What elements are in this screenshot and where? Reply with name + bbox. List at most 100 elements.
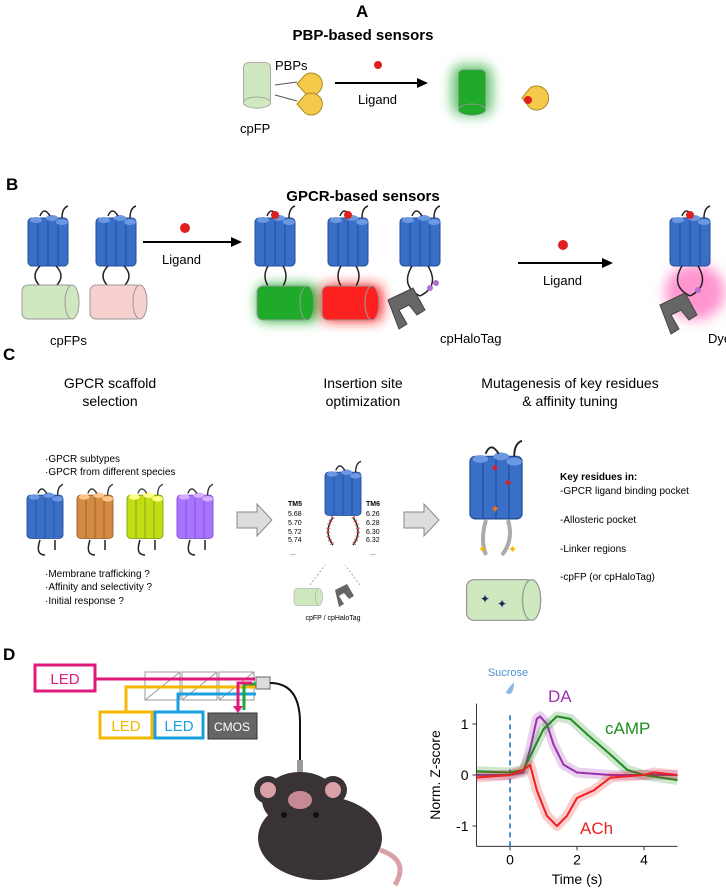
gpcr-yellow-icon bbox=[126, 483, 164, 540]
cpfp-bright-icon bbox=[457, 69, 487, 116]
panel-d: D LED LED LED CMOS Sucrose DA cAMP ACh N… bbox=[3, 645, 679, 887]
svg-text:✦: ✦ bbox=[478, 544, 487, 556]
led-yellow-box bbox=[98, 710, 154, 740]
col3-title: & affinity tuning bbox=[522, 393, 617, 409]
svg-text:✦: ✦ bbox=[480, 592, 490, 606]
cpfp-pale-icon bbox=[242, 62, 272, 109]
ligand-icon bbox=[180, 223, 190, 233]
panel-c: C GPCR scaffold selection ·GPCR subtypes… bbox=[3, 345, 689, 622]
arrow-icon bbox=[231, 237, 242, 247]
line-chart: Sucrose DA cAMP ACh Norm. Z-score Time (… bbox=[427, 667, 679, 887]
svg-text:✦: ✦ bbox=[490, 461, 500, 475]
gpcr-blue-icon bbox=[26, 483, 64, 540]
led-pink-box bbox=[33, 663, 97, 693]
y-tick-label: 1 bbox=[461, 716, 469, 732]
panel-b: B GPCR-based sensors cpFPs Ligand cpHalo… bbox=[6, 175, 726, 348]
dye-label: Dye bbox=[708, 331, 726, 346]
tm5-value: 5.72 bbox=[288, 529, 302, 536]
key-residues-title: Key residues in: bbox=[560, 472, 637, 483]
svg-text:✦: ✦ bbox=[490, 502, 500, 516]
tm6-value: 6.32 bbox=[366, 537, 380, 544]
led-label: LED bbox=[164, 718, 193, 735]
arrow-icon bbox=[335, 78, 428, 88]
gpcr-bound-icon bbox=[327, 205, 369, 287]
pbps-label: PBPs bbox=[275, 58, 308, 73]
gpcr-icon bbox=[324, 460, 362, 547]
tm6-value: 6.28 bbox=[366, 520, 380, 527]
tm6-label: TM6 bbox=[366, 501, 380, 508]
gpcr-dye-icon bbox=[659, 205, 711, 335]
cphalotag-label: cpHaloTag bbox=[440, 331, 501, 346]
panel-a-title: PBP-based sensors bbox=[293, 27, 434, 44]
key-residue-item: -cpFP (or cpHaloTag) bbox=[560, 572, 655, 583]
bullet: ·Initial response ? bbox=[45, 596, 124, 607]
gray-arrow-icon bbox=[236, 502, 273, 538]
tm5-value: 5.68 bbox=[288, 511, 302, 518]
gray-arrow-icon bbox=[403, 502, 440, 538]
cpfp-cphalotag-caption: cpFP / cpHaloTag bbox=[305, 615, 360, 622]
ligand-icon bbox=[374, 61, 382, 69]
svg-text:✦: ✦ bbox=[497, 597, 507, 611]
bullet: ·GPCR from different species bbox=[45, 467, 175, 478]
panel-b-letter: B bbox=[6, 175, 18, 194]
gpcr-purple-icon bbox=[176, 483, 214, 540]
pbp-bound-icon bbox=[521, 85, 550, 111]
cpfp-pink-icon bbox=[89, 284, 148, 320]
gpcr-bound-icon bbox=[254, 205, 296, 287]
pbp-icon bbox=[274, 72, 323, 116]
y-tick-label: 0 bbox=[461, 767, 469, 783]
bullet: ·GPCR subtypes bbox=[45, 454, 120, 465]
cpfps-label: cpFPs bbox=[50, 333, 87, 348]
gpcr-icon bbox=[27, 205, 69, 287]
tm5-value: ... bbox=[290, 550, 296, 557]
cpfp-green-icon bbox=[256, 285, 315, 321]
led-label: LED bbox=[50, 671, 79, 688]
led-blue-box bbox=[153, 710, 205, 740]
tm6-value: 6.30 bbox=[366, 529, 380, 536]
gpcr-halotag-icon bbox=[387, 205, 441, 330]
optics-setup bbox=[95, 671, 303, 790]
bullet: ·Affinity and selectivity ? bbox=[45, 582, 153, 593]
gpcr-icon bbox=[95, 205, 137, 287]
svg-text:✦: ✦ bbox=[503, 476, 513, 490]
tm6-value: 6.26 bbox=[366, 511, 380, 518]
x-tick-label: 4 bbox=[640, 851, 648, 867]
gpcr-orange-icon bbox=[76, 483, 114, 540]
series-label-ach: ACh bbox=[580, 819, 613, 838]
tm6-value: ... bbox=[370, 550, 376, 557]
cphalotag-icon bbox=[335, 584, 354, 607]
mouse-icon bbox=[254, 772, 403, 887]
ligand-icon bbox=[558, 240, 568, 250]
x-tick-label: 0 bbox=[506, 851, 514, 867]
ligand-label: Ligand bbox=[162, 252, 201, 267]
fiber-connector-icon bbox=[255, 676, 271, 690]
cpfp-red-icon bbox=[321, 285, 380, 321]
col1-title: GPCR scaffold bbox=[64, 375, 156, 391]
col2-title: optimization bbox=[326, 393, 401, 409]
tm5-value: 5.74 bbox=[288, 537, 302, 544]
series-line-da bbox=[476, 715, 678, 776]
series-line-ach bbox=[476, 763, 678, 827]
series-label-da: DA bbox=[548, 687, 572, 706]
y-tick-label: -1 bbox=[456, 818, 469, 834]
key-residue-item: -Allosteric pocket bbox=[560, 515, 636, 526]
droplet-icon bbox=[506, 682, 514, 694]
panel-a-letter: A bbox=[356, 2, 368, 21]
ligand-label: Ligand bbox=[543, 273, 582, 288]
panel-b-title: GPCR-based sensors bbox=[286, 188, 439, 205]
col3-title: Mutagenesis of key residues bbox=[481, 375, 658, 391]
tm5-label: TM5 bbox=[288, 501, 302, 508]
arrow-icon bbox=[602, 258, 613, 268]
panel-d-letter: D bbox=[3, 645, 15, 664]
y-axis-label: Norm. Z-score bbox=[427, 730, 443, 820]
col2-title: Insertion site bbox=[323, 375, 403, 391]
x-axis-label: Time (s) bbox=[552, 871, 603, 887]
svg-text:✦: ✦ bbox=[508, 544, 517, 556]
event-label: Sucrose bbox=[488, 667, 528, 679]
cpfp-label: cpFP bbox=[240, 121, 270, 136]
cmos-label: CMOS bbox=[214, 720, 250, 734]
cpfp-pale-icon bbox=[21, 284, 80, 320]
panel-c-letter: C bbox=[3, 345, 15, 364]
panel-a: A PBP-based sensors PBPs cpFP Ligand bbox=[240, 2, 550, 136]
